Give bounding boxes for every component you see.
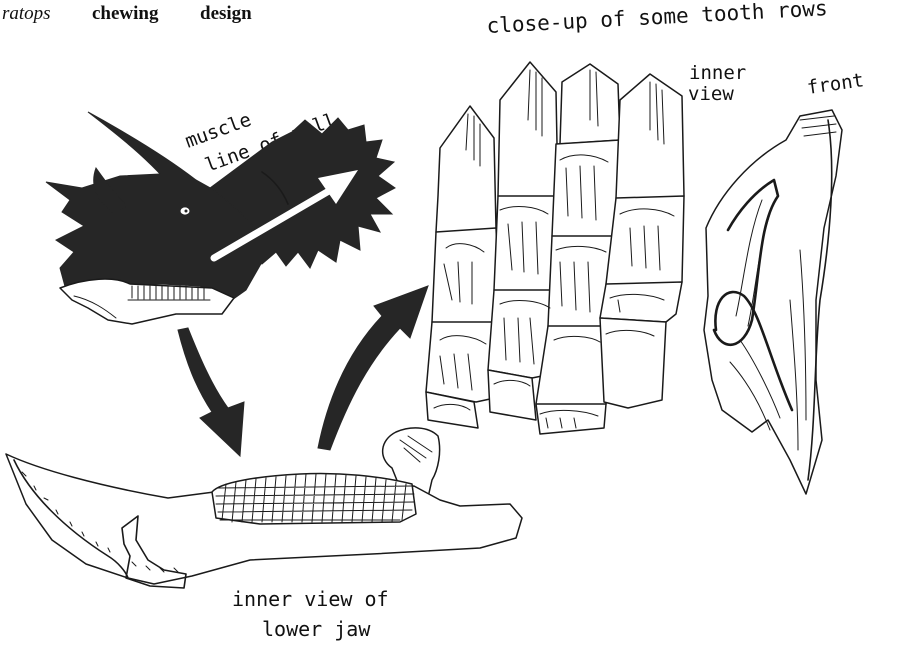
down-arrow <box>178 328 244 456</box>
title-word-chewing: chewing <box>92 3 159 24</box>
inner-view-label-line2: view <box>688 83 734 105</box>
lower-jaw-inner-view <box>6 428 522 588</box>
single-tooth-outline <box>704 110 842 494</box>
tooth <box>432 228 500 328</box>
tooth-rows-closeup <box>426 62 684 434</box>
single-tooth-views <box>704 110 842 494</box>
skull-silhouette <box>46 112 395 324</box>
tooth-crown <box>498 62 558 206</box>
title-italic-genus: ratops <box>2 3 51 24</box>
title-word-design: design <box>200 3 252 24</box>
lower-jaw-label-line2: lower jaw <box>262 617 371 641</box>
tooth <box>600 282 682 322</box>
inner-view-label-line1: inner <box>689 62 746 84</box>
up-right-arrow <box>318 286 428 450</box>
tooth-crown <box>436 106 496 238</box>
tooth <box>600 318 666 408</box>
closeup-label: close-up of some tooth rows <box>486 0 828 38</box>
tooth <box>488 370 536 420</box>
figure-title: ratops chewing design <box>2 3 252 24</box>
pupil <box>185 210 188 213</box>
front-view-label: front <box>806 69 866 99</box>
lower-jaw-label-line1: inner view of <box>232 587 389 611</box>
